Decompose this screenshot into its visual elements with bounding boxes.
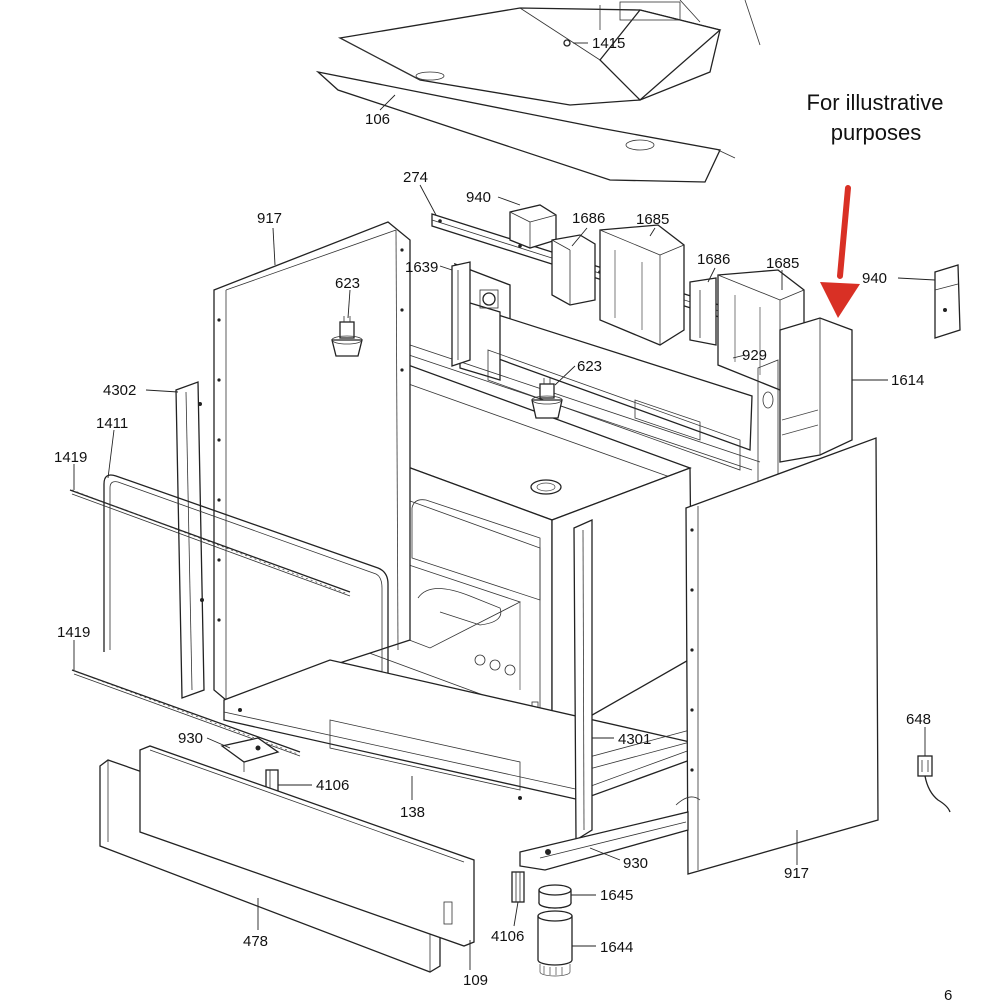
label-1644: 1644 xyxy=(600,939,633,956)
bracket-930-bottom xyxy=(519,796,701,871)
label-4302: 4302 xyxy=(103,382,136,399)
leader-lines xyxy=(73,42,936,970)
gasket-strip-1419-top xyxy=(69,489,351,597)
top-assembly xyxy=(315,0,761,183)
label-648: 648 xyxy=(906,711,931,728)
spacer-1645 xyxy=(538,884,572,909)
gasket-1411 xyxy=(103,474,389,752)
label-109: 109 xyxy=(463,972,488,989)
label-478: 478 xyxy=(243,933,268,950)
connector-4106-bottom xyxy=(511,871,525,903)
channel-1639 xyxy=(451,261,471,367)
label-138: 138 xyxy=(400,804,425,821)
label-940-top: 940 xyxy=(466,189,491,206)
bottom-frame-138 xyxy=(223,659,691,801)
red-arrow xyxy=(820,185,860,318)
label-1614: 1614 xyxy=(891,372,924,389)
thermostat-623-left xyxy=(331,316,363,357)
thermostat-623-center xyxy=(531,378,563,419)
label-4106-left: 4106 xyxy=(316,777,349,794)
channel-1685-a xyxy=(599,224,685,346)
side-panel-917-right xyxy=(685,437,879,875)
label-106: 106 xyxy=(365,111,390,128)
label-4106-bottom: 4106 xyxy=(491,928,524,945)
bracket-940-right xyxy=(934,264,961,339)
label-917-left: 917 xyxy=(257,210,282,227)
trim-4301 xyxy=(573,518,593,842)
label-940-right: 940 xyxy=(862,270,887,287)
label-274: 274 xyxy=(403,169,428,186)
bracket-930-left xyxy=(220,737,280,772)
label-623-center: 623 xyxy=(577,358,602,375)
label-930-left: 930 xyxy=(178,730,203,747)
bracket-1686-b xyxy=(689,277,717,346)
leg-1644 xyxy=(537,910,573,977)
power-cord-648 xyxy=(917,755,951,813)
label-1645: 1645 xyxy=(600,887,633,904)
label-930-bottom: 930 xyxy=(623,855,648,872)
label-1686-a: 1686 xyxy=(572,210,605,227)
label-1415: 1415 xyxy=(592,35,625,52)
label-917-right: 917 xyxy=(784,865,809,882)
side-panel-917-left xyxy=(213,221,411,701)
page-mark: 6 xyxy=(944,987,952,1000)
frame-109 xyxy=(139,745,475,947)
label-1685-b: 1685 xyxy=(766,255,799,272)
bracket-940-top xyxy=(509,204,557,249)
label-929: 929 xyxy=(742,347,767,364)
note-line-1: For illustrative xyxy=(807,90,944,115)
label-1639: 1639 xyxy=(405,259,438,276)
bracket-1686-a xyxy=(551,234,596,306)
label-1686-b: 1686 xyxy=(697,251,730,268)
label-1419-top: 1419 xyxy=(54,449,87,466)
label-1419-bottom: 1419 xyxy=(57,624,90,641)
label-4301: 4301 xyxy=(618,731,651,748)
trim-4302 xyxy=(175,381,205,699)
note-line-2: purposes xyxy=(831,120,922,145)
label-623-left: 623 xyxy=(335,275,360,292)
label-1411: 1411 xyxy=(96,415,128,432)
label-1685-a: 1685 xyxy=(636,211,669,228)
